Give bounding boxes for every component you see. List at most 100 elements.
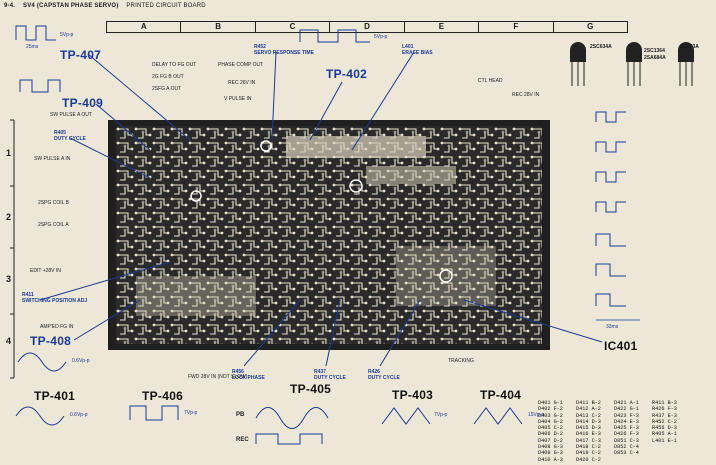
signal-phase-comp: PHASE COMP OUT [218, 62, 264, 68]
column-f: F [479, 22, 554, 32]
section-number: 9-4. [4, 3, 16, 9]
tp407-waveform [15, 25, 56, 41]
r437-leader [325, 299, 341, 367]
tp401-value: 0.6Vp-p [70, 412, 88, 418]
column-d: D [330, 22, 405, 32]
tp-407-label: TP-407 [60, 48, 102, 62]
signal-pb: PB [236, 412, 245, 418]
right-waveform-7 [595, 293, 626, 307]
column-b: B [181, 22, 256, 32]
tp-404-label: TP-404 [480, 388, 522, 402]
tp405-pb-waveform [255, 407, 329, 429]
page-header: 9-4. SV4 (CAPSTAN PHASE SERVO) PRINTED C… [4, 3, 212, 9]
column-e: E [405, 22, 480, 32]
row-1: 1 [6, 148, 12, 158]
row-bracket [10, 119, 15, 379]
signal-edit-28v: EDIT +28V IN [30, 268, 61, 274]
tp-401-label: TP-401 [34, 389, 76, 403]
partlist-col-1: D401 G-1 D402 F-2 D403 G-2 D404 G-2 D405… [538, 400, 563, 463]
tp-409-label: TP-409 [62, 96, 104, 110]
tp401-waveform [15, 406, 65, 426]
signal-rec-28v: REC 28V IN [512, 92, 540, 98]
tp408-waveform [17, 352, 67, 372]
tp407-leader [87, 53, 191, 141]
transistor-diagrams [570, 42, 694, 86]
right-waveform-2 [595, 141, 626, 153]
tp-405-label: TP-405 [290, 382, 332, 396]
column-grid: A B C D E F G [106, 21, 628, 33]
column-a: A [107, 22, 182, 32]
right-waveform-3 [595, 171, 626, 183]
tp-406-label: TP-406 [142, 389, 184, 403]
signal-rec-26v: REC 26V IN [228, 80, 256, 86]
tp404-waveform [473, 407, 523, 425]
tp405-rec-waveform [255, 433, 323, 445]
partlist-col-3: D421 A-1 D422 G-1 D423 F-3 D424 E-3 D425… [614, 400, 639, 457]
signal-sw-pulse-a: SW PULSE A OUT [50, 112, 92, 118]
column-c: C [256, 22, 331, 32]
tp402-value: 5Vp-p [374, 34, 388, 40]
right-waveform-1 [595, 111, 626, 123]
transistor-3-icon [678, 42, 694, 86]
right-waveform-4 [595, 201, 626, 213]
signal-v-pulse: V PULSE IN [224, 96, 252, 102]
partlist-col-2: D411 B-2 D412 A-2 D413 C-2 D414 D-3 D415… [576, 400, 601, 463]
tp407-value: 5Vp-p [60, 32, 74, 38]
signal-coil-a: 2SPG COIL A [38, 222, 69, 228]
tp-408-label: TP-408 [30, 334, 72, 348]
signal-ctl-head: CTL HEAD [478, 78, 503, 84]
tp407-time: 25ms [26, 44, 39, 50]
tp406-value: 7Vp-p [184, 410, 198, 416]
tp404-value: 15Vp-p [528, 412, 545, 418]
transistor-2-label: 2SC1364 [644, 48, 665, 54]
signal-rec: REC [236, 437, 249, 443]
transistor-2-icon [626, 42, 642, 86]
signal-delay-fg: DELAY TO FG OUT [152, 62, 197, 68]
r452-leader [271, 51, 277, 141]
pcb-trace-pattern [116, 126, 542, 344]
signal-rsfg: 2SFG A OUT [152, 86, 182, 92]
r456-leader [243, 299, 301, 367]
signal-fwd-28v: FWD 28V IN (NOT SLOW) [188, 374, 248, 380]
transistor-1-icon [570, 42, 586, 86]
transistor-1-label: 2SC634A [590, 44, 612, 50]
tp402-leader [309, 81, 343, 141]
row-4: 4 [6, 336, 12, 346]
partlist-col-4: R411 B-3 R426 F-3 R437 E-3 R452 C-2 R456… [652, 400, 677, 444]
right-time-label: 33ms [606, 324, 619, 330]
row-3: 3 [6, 274, 12, 284]
tp402-waveform [299, 29, 370, 43]
tp-402-label: TP-402 [326, 67, 368, 81]
column-g: G [587, 22, 594, 31]
r411-leader [39, 261, 171, 301]
right-waveform-5 [595, 233, 626, 247]
l401-leader [351, 51, 415, 151]
transistor-3-label: 2SK23A [680, 44, 699, 50]
tp408-leader [73, 299, 141, 341]
transistor-2b-label: 2SA684A [644, 55, 666, 61]
tp406-waveform [129, 405, 179, 421]
ic401-leader [463, 299, 603, 343]
tp409-leader [95, 103, 151, 151]
signal-sw-pulse-a-in: SW PULSE A IN [34, 156, 71, 162]
tp403-value: 7Vp-p [434, 412, 448, 418]
signal-amp-fg: AMP'ED FG IN [40, 324, 74, 330]
signal-coil-b: 2SPG COIL B [38, 200, 69, 206]
signal-tracking: TRACKING [448, 358, 474, 364]
r426-leader [379, 299, 421, 367]
row-2: 2 [6, 212, 12, 222]
r405-leader [69, 137, 151, 179]
tp-403-label: TP-403 [392, 388, 434, 402]
right-waveform-6 [595, 263, 626, 277]
section-subtitle: PRINTED CIRCUIT BOARD [126, 3, 206, 9]
ic401-label: IC401 [604, 339, 638, 353]
signal-fg-b: 2G FG B OUT [152, 74, 184, 80]
tp403-waveform [381, 407, 431, 425]
